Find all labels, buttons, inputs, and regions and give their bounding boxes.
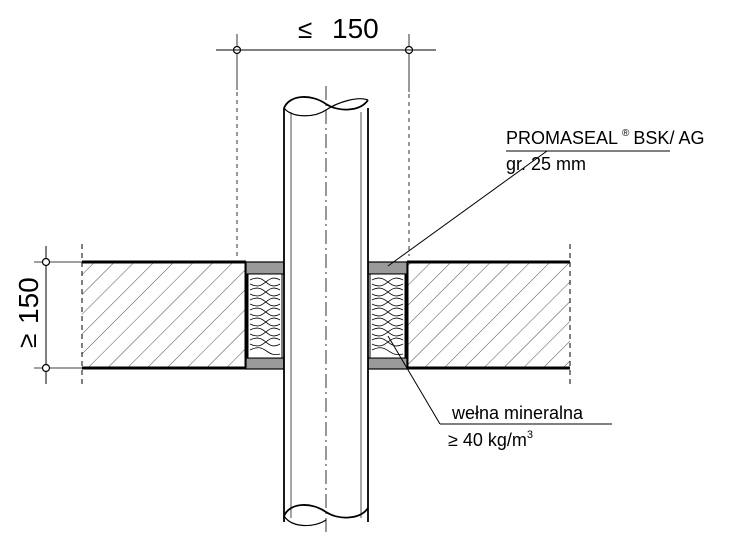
wall-section-left — [82, 260, 248, 370]
registered-mark: ® — [622, 128, 630, 139]
dimension-top-value: 150 — [332, 13, 379, 44]
sealant-label: PROMASEAL ®BSK/ AG — [506, 128, 704, 148]
insulation-leader — [387, 335, 612, 425]
mineral-wool-right — [369, 273, 406, 359]
mineral-wool-left — [247, 273, 283, 359]
dimension-left-value: 150 — [13, 277, 44, 324]
sealant-thickness-label: gr. 25 mm — [506, 154, 586, 174]
dimension-left-symbol: ≥ — [12, 334, 42, 348]
dimension-top-symbol: ≤ — [298, 14, 312, 44]
dimension-left — [34, 246, 82, 384]
insulation-density: ≥ 40 kg/m — [448, 430, 527, 450]
sealant-suffix: BSK/ AG — [633, 128, 704, 148]
insulation-density-exponent: 3 — [527, 429, 533, 441]
pipe — [283, 86, 369, 534]
sealant-leader — [387, 150, 670, 267]
sealant-name: PROMASEAL — [506, 128, 618, 148]
dimension-top — [216, 34, 436, 256]
wall-section-right — [405, 260, 570, 370]
insulation-density-label: ≥ 40 kg/m3 — [448, 429, 533, 450]
insulation-label: wełna mineralna — [451, 403, 584, 423]
